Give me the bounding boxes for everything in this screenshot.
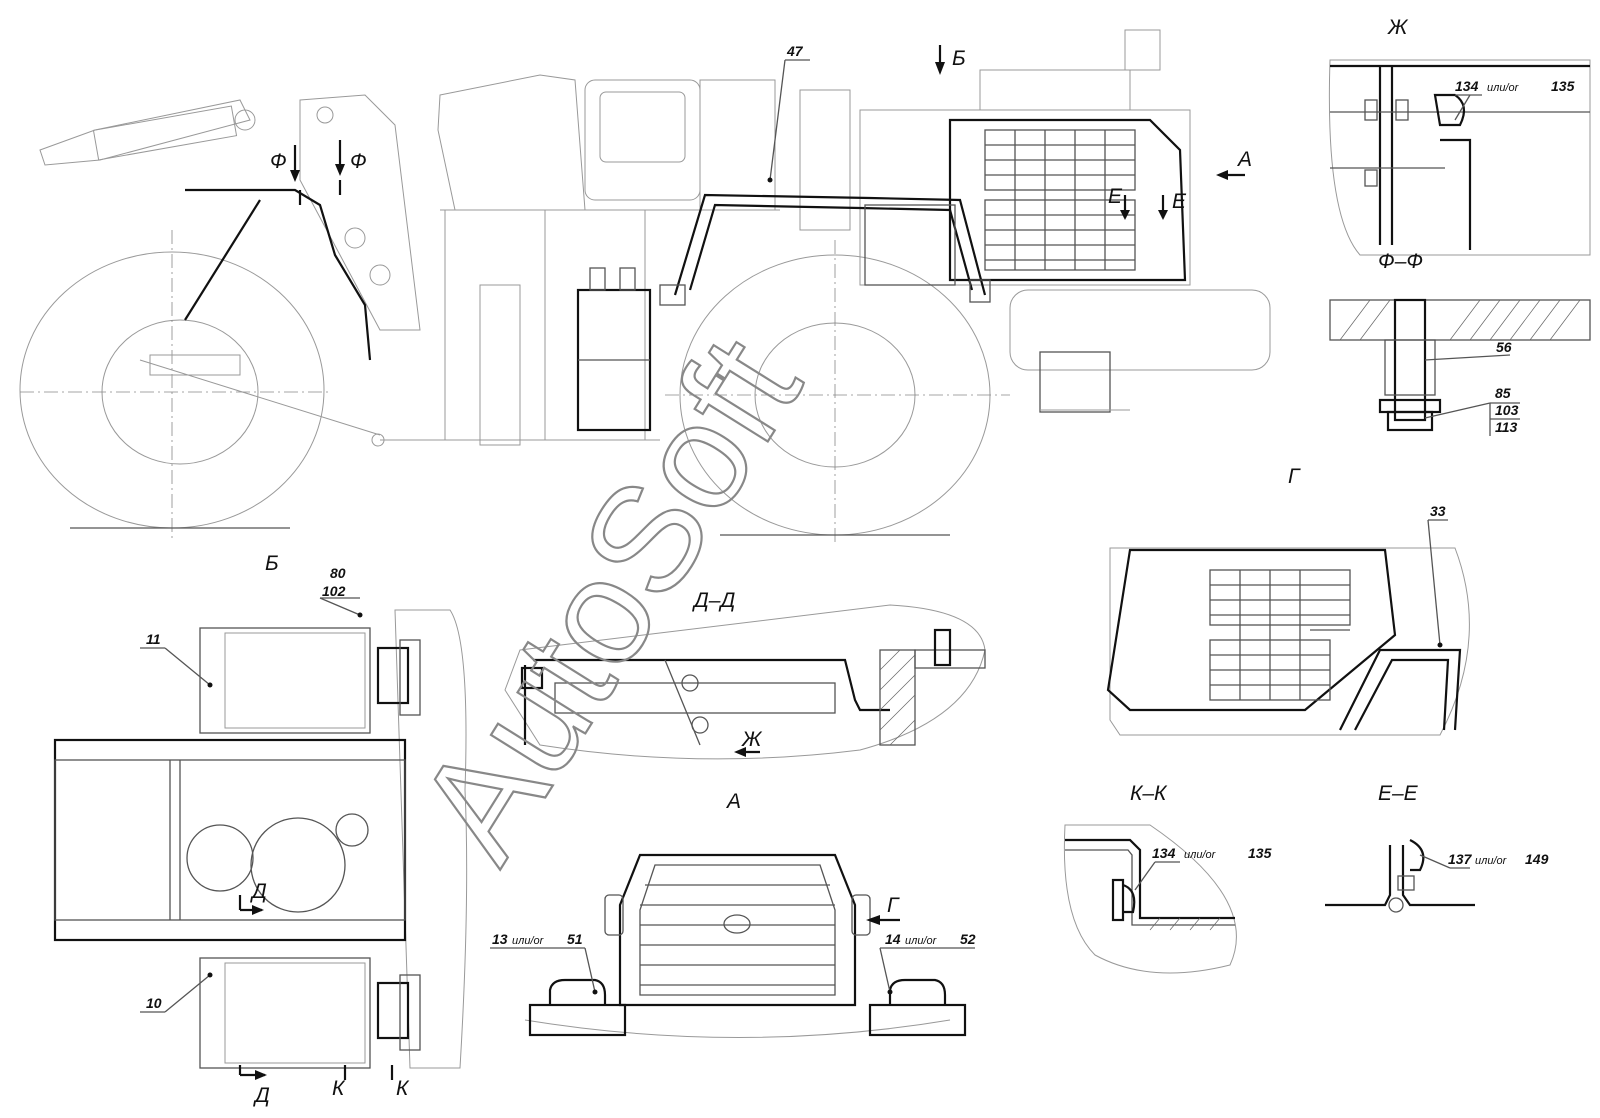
marker-d1: Д xyxy=(250,880,267,903)
callout-103: 103 xyxy=(1495,402,1519,418)
view-ee: Е–Е 137 или/or 149 xyxy=(1325,782,1549,913)
callout-134a: 134 xyxy=(1455,78,1479,94)
marker-k1: К xyxy=(332,1077,346,1100)
view-a: А Г 13 или/or 51 xyxy=(490,790,976,1038)
callout-85: 85 xyxy=(1495,385,1511,401)
callout-or-5: или/or xyxy=(1475,855,1508,867)
boom-arm xyxy=(39,94,421,447)
marker-zh: Ж xyxy=(741,728,763,751)
step-right xyxy=(868,978,967,1037)
callout-80: 80 xyxy=(330,565,346,581)
view-zh-title: Ж xyxy=(1387,16,1409,39)
step-brackets xyxy=(376,639,421,1051)
view-kk-title: К–К xyxy=(1130,782,1168,805)
marker-f1: Ф xyxy=(270,150,287,173)
view-ff: Ф–Ф 56 85 103 113 xyxy=(1329,250,1591,436)
callout-56: 56 xyxy=(1496,339,1512,355)
callout-14: 14 xyxy=(885,931,901,947)
callout-or-2: или/or xyxy=(512,935,545,947)
rear-fender xyxy=(184,180,372,361)
callout-51: 51 xyxy=(567,931,583,947)
view-g-grille xyxy=(1209,569,1351,701)
marker-e2: Е xyxy=(1172,190,1187,213)
front-wheel xyxy=(665,240,1010,545)
callout-135b: 135 xyxy=(1248,845,1272,861)
marker-d2: Д xyxy=(253,1084,270,1107)
callout-134b: 134 xyxy=(1152,845,1176,861)
marker-g: Г xyxy=(887,894,900,917)
machine-side-view xyxy=(19,29,1271,545)
callout-47-label: 47 xyxy=(786,43,804,59)
callout-or-1: или/or xyxy=(1487,82,1520,94)
view-zh: Ж 134 или/or 135 xyxy=(1328,16,1591,256)
marker-b: Б xyxy=(952,47,966,70)
view-ff-title: Ф–Ф xyxy=(1378,250,1423,273)
cab-body xyxy=(380,74,780,446)
callout-137: 137 xyxy=(1448,851,1473,867)
callout-135a: 135 xyxy=(1551,78,1575,94)
handrail xyxy=(659,193,991,306)
view-g: Г 33 xyxy=(1106,465,1470,736)
rear-wheel xyxy=(19,230,330,540)
view-b: Б К К Д xyxy=(53,552,468,1107)
marker-f2: Ф xyxy=(350,150,367,173)
callout-or-3: или/or xyxy=(905,935,938,947)
callout-149: 149 xyxy=(1525,851,1549,867)
battery-box-10 xyxy=(199,957,371,1069)
callout-47: 47 xyxy=(767,43,810,183)
view-dd: Д–Д Ж xyxy=(504,589,986,760)
callout-113: 113 xyxy=(1495,419,1518,435)
battery-box xyxy=(576,267,652,432)
marker-e1: Е xyxy=(1108,185,1123,208)
callout-or-4: или/or xyxy=(1184,849,1217,861)
view-ee-title: Е–Е xyxy=(1378,782,1419,805)
section-markers-main: Б Ф Ф А Е Е xyxy=(270,45,1252,220)
callout-10: 10 xyxy=(146,995,162,1011)
callout-33: 33 xyxy=(1430,503,1446,519)
view-a-title: А xyxy=(725,790,741,813)
callout-11: 11 xyxy=(146,631,161,647)
callout-52: 52 xyxy=(960,931,976,947)
engine-grille xyxy=(984,129,1136,271)
battery-box-11 xyxy=(199,627,371,734)
view-b-title: Б xyxy=(265,552,279,575)
view-a-grille-lines xyxy=(640,884,835,986)
marker-a: А xyxy=(1236,148,1252,171)
marker-k2: К xyxy=(396,1077,410,1100)
callout-102: 102 xyxy=(322,583,346,599)
watermark-text: AutoSoft xyxy=(385,310,832,887)
view-kk: К–К 134 или/or 135 xyxy=(1063,782,1272,974)
callout-13: 13 xyxy=(492,931,508,947)
view-g-title: Г xyxy=(1288,465,1301,488)
engine-housing xyxy=(799,29,1271,413)
view-dd-title: Д–Д xyxy=(692,589,735,612)
step-left xyxy=(528,978,627,1037)
frame-plan xyxy=(53,738,407,942)
